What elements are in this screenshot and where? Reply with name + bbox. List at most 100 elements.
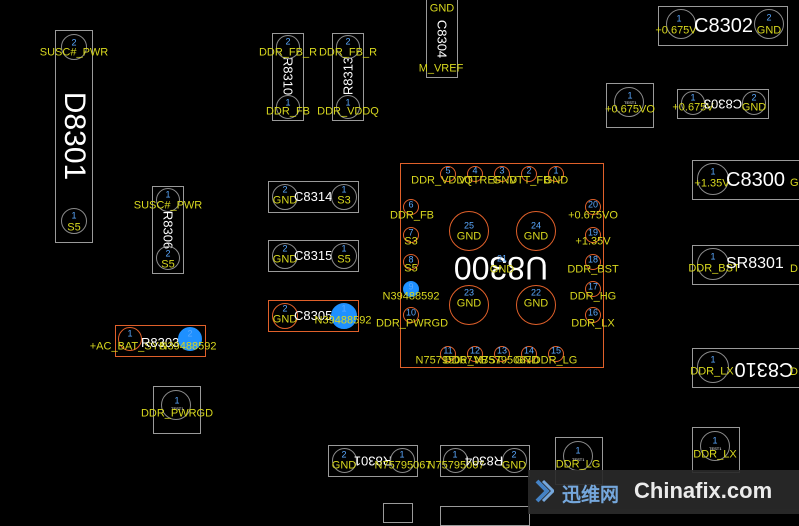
pin-u8300-13[interactable] (494, 346, 510, 362)
pin-u8300-10[interactable] (403, 307, 419, 323)
net-label: N39488592 (314, 314, 372, 327)
pin-r8303-1[interactable] (118, 327, 142, 351)
component-c8310[interactable] (692, 348, 799, 388)
net-label: DDR_LX (571, 317, 615, 330)
component-c8302[interactable] (658, 6, 788, 46)
component-c8315[interactable] (268, 240, 359, 272)
component-c8303[interactable] (677, 89, 769, 119)
pin-u8300-18[interactable] (585, 254, 601, 270)
pin-number: 1 (452, 449, 458, 460)
net-label: GND (456, 230, 482, 243)
net-label: DDR_FB (389, 209, 435, 222)
pin-u8300-14[interactable] (521, 346, 537, 362)
pin-c8302-2[interactable] (754, 9, 784, 39)
component-r8306[interactable] (152, 186, 184, 274)
pin-sr8301-1[interactable] (697, 248, 729, 280)
component-r8303[interactable] (115, 325, 206, 357)
pin-number: 5 (445, 165, 451, 176)
pin-u8300-19[interactable] (585, 227, 601, 243)
net-label: GND (501, 459, 527, 472)
pin-u8300-4[interactable] (467, 166, 483, 182)
net-label: GND (514, 354, 540, 367)
component-c8300[interactable] (692, 160, 799, 200)
pin-u8300-11[interactable] (440, 346, 456, 362)
testpoint-ddr-pwrgd[interactable] (153, 386, 201, 434)
component-r8301[interactable] (328, 445, 418, 477)
pad-u8300-24[interactable] (516, 211, 556, 251)
pin-r8313-2[interactable] (336, 35, 360, 59)
pin-number: 2 (526, 165, 532, 176)
net-label: VTTREF (458, 174, 502, 187)
pin-u8300-9-highlighted[interactable] (403, 281, 419, 297)
ic-u8300[interactable] (400, 163, 604, 368)
pin-number: 1 (710, 354, 716, 365)
pin-c8302-1[interactable] (666, 9, 696, 39)
pin-c8300-1[interactable] (697, 163, 729, 195)
component-c8314[interactable] (268, 181, 359, 213)
pin-c8310-1[interactable] (697, 351, 729, 383)
pad-u8300-23[interactable] (449, 285, 489, 325)
refdes-d8301: D8301 (58, 91, 91, 181)
pin-u8300-8[interactable] (403, 254, 419, 270)
component-partial-bottom-2[interactable] (440, 506, 530, 526)
testpoint-0675vo[interactable] (606, 83, 654, 128)
pin-testpoint-0675vo[interactable] (614, 87, 644, 117)
pin-testpoint-ddr-lx[interactable] (700, 431, 730, 461)
net-label: DDR_VDDQ (317, 105, 379, 118)
pin-r8310-2[interactable] (276, 35, 300, 59)
net-label: GND (741, 101, 767, 114)
component-r8310[interactable] (272, 33, 304, 121)
pin-c8315-1[interactable] (331, 243, 357, 269)
pin-r8304-2[interactable] (502, 448, 527, 473)
pin-u8300-15[interactable] (548, 346, 564, 362)
pin-u8300-12[interactable] (467, 346, 483, 362)
pin-r8301-2[interactable] (332, 448, 357, 473)
component-sr8301[interactable] (692, 245, 799, 285)
pin-c8314-1[interactable] (331, 184, 357, 210)
pin-r8306-1[interactable] (156, 188, 180, 212)
pin-c8303-1[interactable] (681, 91, 705, 115)
net-label: GND (456, 297, 482, 310)
pin-c8305-1-highlighted[interactable] (331, 303, 357, 329)
pin-r8303-2-highlighted[interactable] (178, 327, 202, 351)
net-label: DDR_VDDQ (411, 174, 473, 187)
net-label: +1.35V (575, 235, 611, 248)
pin-u8300-17[interactable] (585, 281, 601, 297)
pad-u8300-22[interactable] (516, 285, 556, 325)
pin-c8305-2[interactable] (272, 303, 298, 329)
pin-number: 20 (587, 199, 599, 210)
pin-r8304-1[interactable] (443, 448, 468, 473)
pin-c8314-2[interactable] (272, 184, 298, 210)
pin-number: 8 (408, 254, 414, 265)
pin-d8301-2[interactable] (61, 34, 87, 60)
pin-testpoint-ddr-pwrgd[interactable] (161, 390, 191, 420)
pin-number: 1 (345, 97, 351, 108)
component-r8304[interactable] (440, 445, 530, 477)
watermark: 迅维网 Chinafix.com (528, 470, 799, 514)
pin-c8303-2[interactable] (742, 91, 766, 115)
pin-r8301-1[interactable] (390, 448, 415, 473)
net-label: DDR_VBST (443, 354, 503, 367)
component-d8301[interactable] (55, 30, 93, 243)
component-partial-bottom-1[interactable] (383, 503, 413, 523)
net-label: DDR_LG (555, 458, 601, 471)
pin-u8300-1[interactable] (548, 166, 564, 182)
pin-u8300-2[interactable] (521, 166, 537, 182)
pin-r8310-1[interactable] (276, 95, 300, 119)
component-c8304[interactable] (426, 0, 458, 78)
pin-u8300-6[interactable] (403, 199, 419, 215)
pin-u8300-3[interactable] (494, 166, 510, 182)
pad-u8300-25[interactable] (449, 211, 489, 251)
pin-u8300-7[interactable] (403, 227, 419, 243)
pin-u8300-5[interactable] (440, 166, 456, 182)
pin-r8313-1[interactable] (336, 95, 360, 119)
component-r8313[interactable] (332, 33, 364, 121)
pin-u8300-16[interactable] (585, 307, 601, 323)
component-c8305[interactable] (268, 300, 359, 332)
pin-number: 1 (710, 166, 716, 177)
pin-u8300-20[interactable] (585, 199, 601, 215)
pin-r8306-2[interactable] (156, 246, 180, 270)
pin-d8301-1[interactable] (61, 208, 87, 234)
pin-c8315-2[interactable] (272, 243, 298, 269)
